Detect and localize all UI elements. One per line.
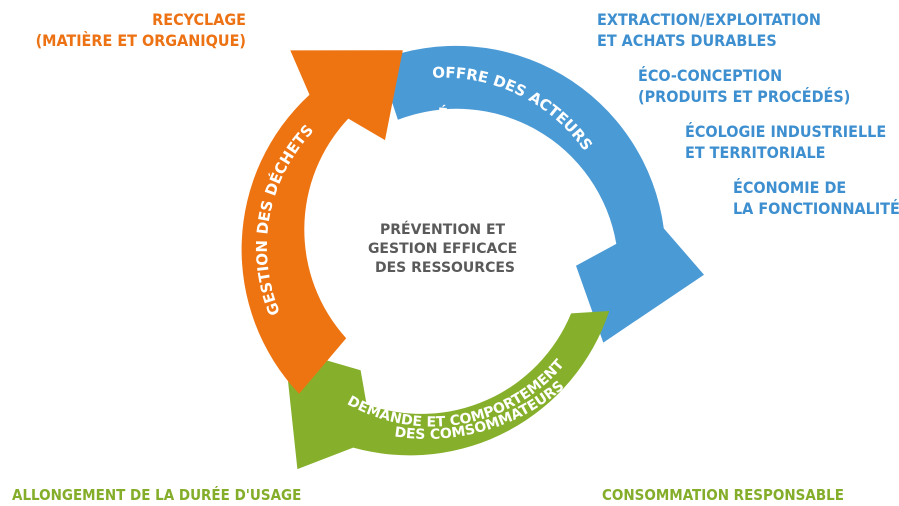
label-extraction-line2: ET ACHATS DURABLES bbox=[597, 31, 777, 50]
label-economie-line1: ÉCONOMIE DE bbox=[733, 178, 847, 197]
label-consommation-line1: CONSOMMATION RESPONSABLE bbox=[602, 486, 844, 504]
label-allongement-line1: ALLONGEMENT DE LA DURÉE D'USAGE bbox=[12, 486, 302, 504]
label-extraction: EXTRACTION/EXPLOITATION ET ACHATS DURABL… bbox=[597, 9, 821, 51]
label-recyclage-line1: RECYCLAGE bbox=[152, 10, 246, 29]
label-allongement: ALLONGEMENT DE LA DURÉE D'USAGE bbox=[12, 485, 301, 506]
label-eco-conception: ÉCO-CONCEPTION (PRODUITS ET PROCÉDÉS) bbox=[638, 65, 850, 107]
label-extraction-line1: EXTRACTION/EXPLOITATION bbox=[597, 10, 821, 29]
arrow-orange bbox=[241, 50, 403, 394]
label-ecologie-line1: ÉCOLOGIE INDUSTRIELLE bbox=[685, 122, 887, 141]
label-recyclage: RECYCLAGE (MATIÈRE ET ORGANIQUE) bbox=[0, 9, 246, 51]
arrow-green bbox=[284, 311, 610, 470]
center-line2: GESTION EFFICACE bbox=[368, 241, 517, 257]
center-title: PRÉVENTION ET GESTION EFFICACE DES RESSO… bbox=[368, 221, 522, 276]
label-ecologie: ÉCOLOGIE INDUSTRIELLE ET TERRITORIALE bbox=[685, 121, 886, 163]
label-economie-line2: LA FONCTIONNALITÉ bbox=[733, 199, 899, 218]
label-economie: ÉCONOMIE DE LA FONCTIONNALITÉ bbox=[733, 177, 899, 219]
arrow-blue bbox=[378, 45, 704, 343]
label-eco-conception-line2: (PRODUITS ET PROCÉDÉS) bbox=[638, 87, 851, 106]
label-recyclage-line2: (MATIÈRE ET ORGANIQUE) bbox=[35, 31, 246, 50]
center-line3: DES RESSOURCES bbox=[375, 260, 515, 276]
label-eco-conception-line1: ÉCO-CONCEPTION bbox=[638, 66, 783, 85]
label-consommation: CONSOMMATION RESPONSABLE bbox=[602, 485, 844, 506]
center-line1: PRÉVENTION ET bbox=[380, 221, 506, 238]
label-ecologie-line2: ET TERRITORIALE bbox=[685, 143, 826, 162]
